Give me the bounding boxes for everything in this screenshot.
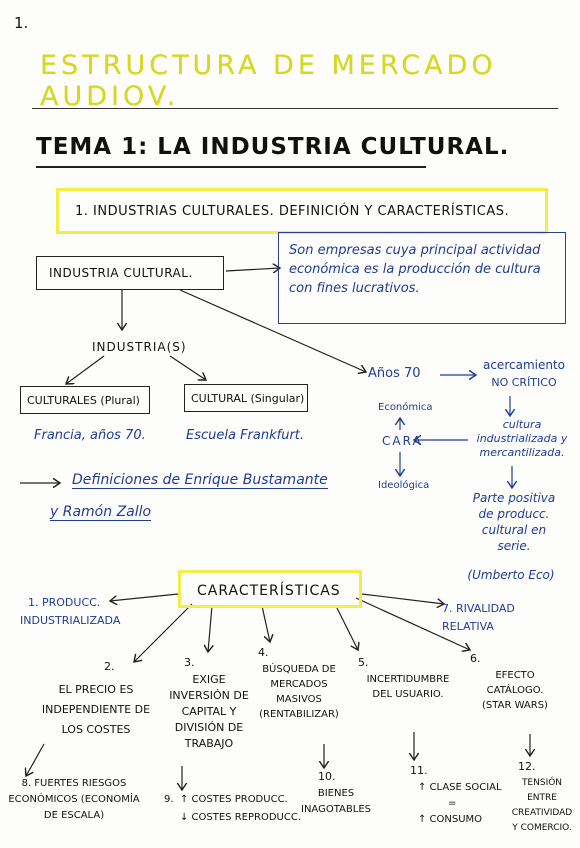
c9-line-2: ↓ COSTES REPRODUCC. (180, 812, 301, 823)
c12-text: TENSIÓN ENTRE CREATIVIDAD Y COMERCIO. (511, 778, 573, 833)
c11-number: 11. (410, 764, 428, 777)
c4-text: BÚSQUEDA DE MERCADOS MASIVOS (RENTABILIZ… (259, 664, 339, 720)
acercamiento-line-1: acercamiento (482, 358, 565, 372)
section-title-box: 1. INDUSTRIAS CULTURALES. DEFINICIÓN Y C… (56, 188, 548, 234)
c2-number: 2. (104, 660, 115, 673)
definiciones-line-2: y Ramón Zallo (50, 504, 152, 521)
industrias-label: INDUSTRIA(S) (92, 340, 187, 354)
c11-line-2: ↑ CONSUMO (418, 814, 483, 825)
caracteristicas-box: CARACTERÍSTICAS (178, 570, 362, 608)
c9-line-1: ↑ COSTES PRODUCC. (180, 794, 288, 805)
cultural-singular-label: CULTURAL (Singular) (191, 392, 305, 405)
c6-number: 6. (470, 652, 481, 665)
parte-positiva: Parte positiva de producc. cultural en s… (472, 491, 556, 553)
c8-text: 8. FUERTES RIESGOS ECONÓMICOS (ECONOMÍA … (8, 778, 140, 821)
tema-underline (36, 166, 426, 168)
cara-label: CARA (382, 434, 423, 448)
section-title: 1. INDUSTRIAS CULTURALES. DEFINICIÓN Y C… (75, 204, 510, 219)
industria-cultural-box: INDUSTRIA CULTURAL. (36, 256, 224, 290)
page-number: 1. (14, 14, 29, 32)
c3-number: 3. (184, 656, 195, 669)
definition-box: Son empresas cuya principal actividad ec… (278, 232, 566, 324)
header-divider (32, 108, 558, 109)
anos70-label: Años 70 (368, 366, 421, 381)
c10-text: BIENES INAGOTABLES (301, 788, 371, 815)
c2-text: EL PRECIO ES INDEPENDIENTE DE LOS COSTES (41, 683, 151, 736)
caracteristicas-label: CARACTERÍSTICAS (197, 583, 341, 599)
francia-note: Francia, años 70. (34, 428, 146, 443)
cultura-industrializada: cultura industrializada y mercantilizada… (476, 418, 568, 459)
economica-label: Económica (378, 402, 433, 413)
subject-title: ESTRUCTURA DE MERCADO AUDIOV. (40, 50, 497, 112)
c1-line-2: INDUSTRIALIZADA (20, 614, 121, 627)
c9-number: 9. (164, 794, 174, 805)
culturales-plural-label: CULTURALES (Plural) (27, 394, 140, 407)
escuela-note: Escuela Frankfurt. (186, 428, 305, 443)
definiciones-line-1: Definiciones de Enrique Bustamante (72, 472, 328, 489)
c1-line-1: 1. PRODUCC. (28, 596, 101, 609)
c5-text: INCERTIDUMBRE DEL USUARIO. (366, 674, 450, 700)
c3-text: EXIGE INVERSIÓN DE CAPITAL Y DIVISIÓN DE… (169, 673, 249, 750)
umberto-eco: (Umberto Eco) (467, 568, 555, 582)
c11-line-1: ↑ CLASE SOCIAL (418, 782, 502, 793)
industria-cultural-label: INDUSTRIA CULTURAL. (49, 266, 193, 280)
c10-number: 10. (318, 770, 336, 783)
acercamiento-line-2: NO CRÍTICO (491, 376, 557, 389)
c4-number: 4. (258, 646, 269, 659)
ideologica-label: Ideológica (378, 480, 430, 491)
tema-title: TEMA 1: LA INDUSTRIA CULTURAL. (36, 134, 510, 160)
c12-number: 12. (518, 760, 536, 773)
c11-equals: = (448, 798, 457, 809)
c7-text: 7. RIVALIDAD RELATIVA (442, 602, 515, 633)
cultural-singular-box: CULTURAL (Singular) (184, 384, 308, 412)
c5-number: 5. (358, 656, 369, 669)
c6-text: EFECTO CATÁLOGO. (STAR WARS) (482, 670, 548, 711)
culturales-plural-box: CULTURALES (Plural) (20, 386, 150, 414)
